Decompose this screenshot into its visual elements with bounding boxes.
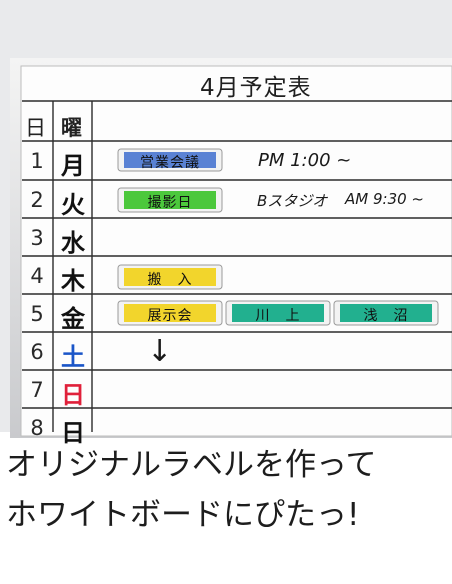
memo-am-time: AM 9:30 ~ bbox=[345, 190, 424, 208]
magnet-label-text: 川 上 bbox=[255, 307, 301, 324]
day-number: 7 bbox=[30, 378, 44, 402]
whiteboard-frame bbox=[10, 58, 452, 438]
day-number: 6 bbox=[30, 340, 44, 364]
magnet-label-color bbox=[124, 191, 216, 209]
weekday-character: 木 bbox=[61, 266, 85, 295]
weekday-character: 水 bbox=[61, 228, 85, 257]
day-column-header: 日 bbox=[25, 116, 46, 140]
weekday-character: 土 bbox=[61, 342, 85, 371]
magnet-label-color bbox=[232, 304, 324, 322]
memo-studio: Bスタジオ bbox=[257, 192, 328, 210]
magnet-label-color bbox=[124, 152, 216, 168]
weekday-character: 日 bbox=[61, 380, 85, 409]
memo-pm-time: PM 1:00 ~ bbox=[258, 150, 352, 171]
magnet-label-text: 展示会 bbox=[147, 307, 193, 324]
weekday-character: 日 bbox=[61, 418, 85, 447]
dow-column-header: 曜 bbox=[61, 115, 82, 140]
day-number: 5 bbox=[30, 302, 44, 326]
caption-line-2: ホワイトボードにぴたっ! bbox=[6, 497, 360, 533]
arrow-down-icon: ↓ bbox=[147, 334, 173, 369]
day-number: 8 bbox=[30, 416, 44, 440]
weekday-character: 火 bbox=[61, 190, 85, 219]
day-number: 2 bbox=[30, 188, 44, 212]
magnet-label-text: 営業会議 bbox=[140, 154, 200, 171]
weekday-character: 月 bbox=[61, 151, 85, 180]
caption-line-1: オリジナルラベルを作って bbox=[6, 447, 377, 483]
board-title: 4月予定表 bbox=[200, 75, 312, 101]
day-number: 3 bbox=[30, 226, 44, 250]
magnet-label-text: 浅 沼 bbox=[363, 307, 409, 324]
magnet-label-color bbox=[340, 304, 432, 322]
weekday-character: 金 bbox=[61, 304, 85, 333]
caption: オリジナルラベルを作って ホワイトボードにぴたっ! bbox=[6, 440, 450, 540]
magnet-label-color bbox=[124, 268, 216, 286]
day-number: 1 bbox=[30, 149, 44, 173]
magnet-label-color bbox=[124, 304, 216, 322]
magnet-label-text: 搬 入 bbox=[147, 271, 193, 288]
magnet-label-text: 撮影日 bbox=[147, 194, 193, 211]
day-number: 4 bbox=[30, 264, 44, 288]
